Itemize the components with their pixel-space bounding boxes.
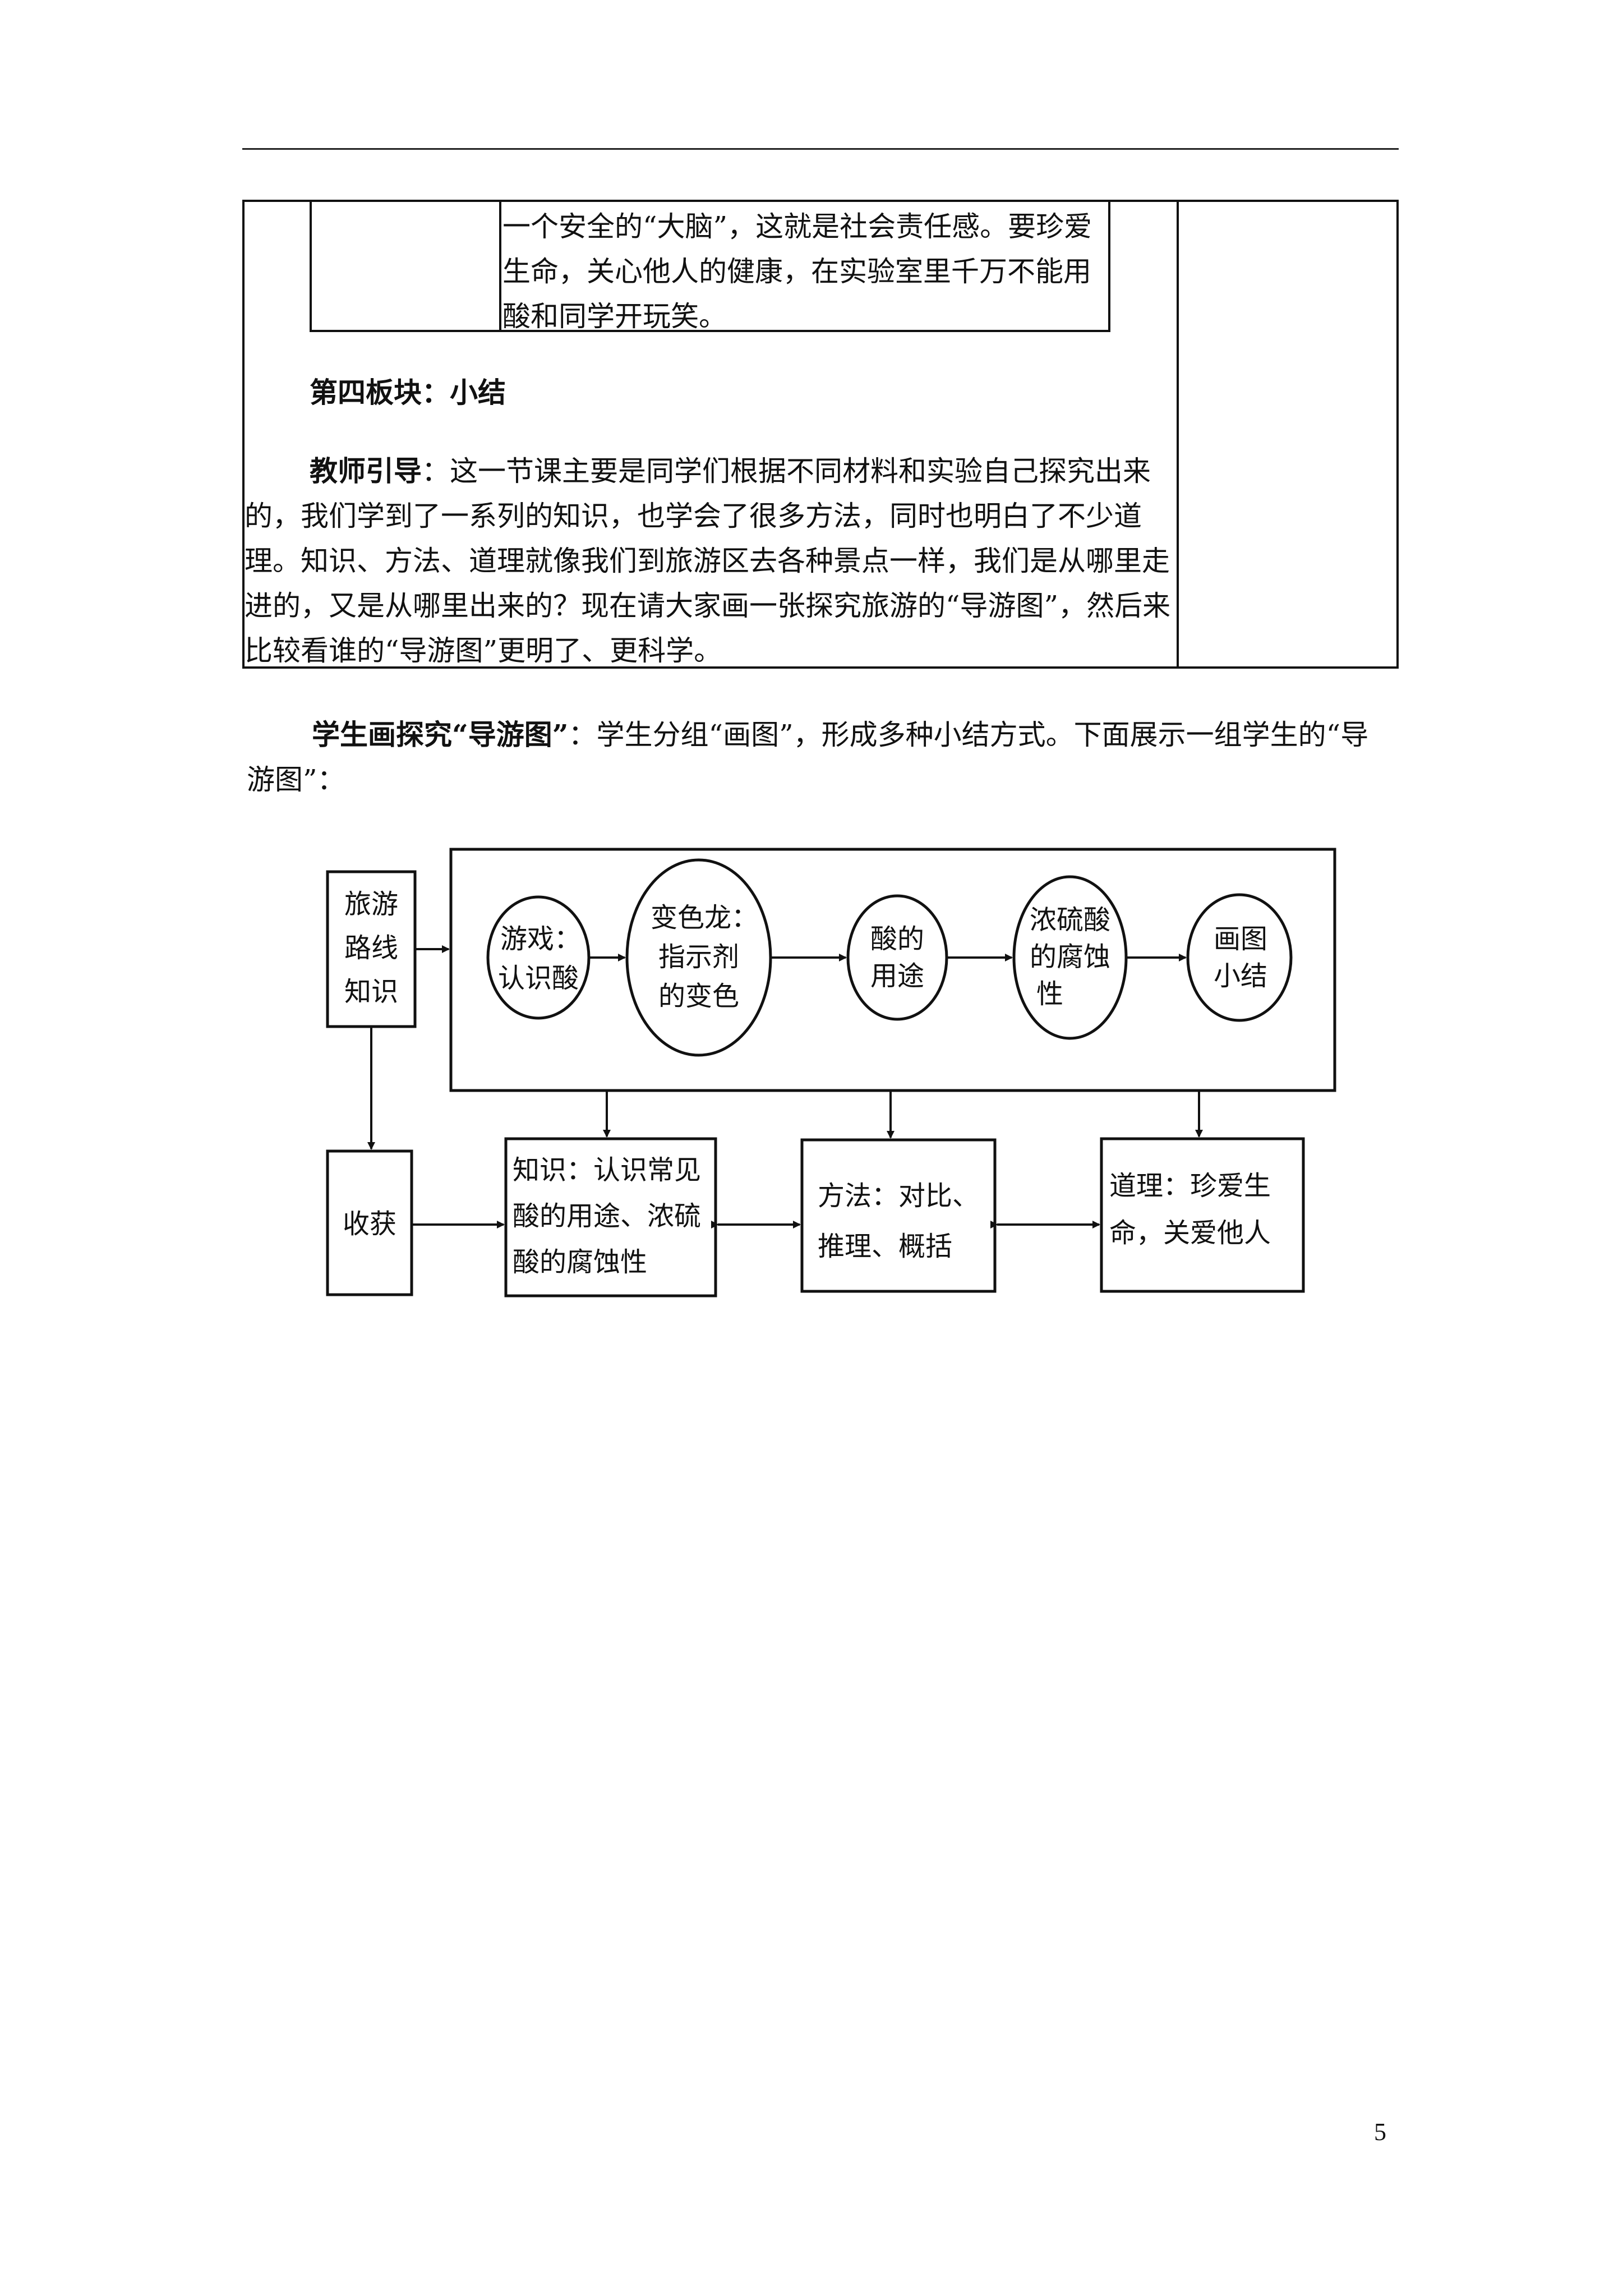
route-box-line: 路线	[344, 932, 398, 964]
table-right-column-border	[1177, 200, 1179, 669]
principle-box-line: 命，关爱他人	[1109, 1217, 1271, 1249]
nested-table-divider	[499, 200, 501, 332]
teacher-guide-label: 教师引导	[310, 454, 422, 487]
principle-box-line: 道理：珍爱生	[1109, 1170, 1271, 1202]
student-paragraph: 学生画探究“导游图”：学生分组“画图”，形成多种小结方式。下面展示一组学生的“导…	[247, 712, 1396, 802]
step-summary-ellipse	[1186, 893, 1293, 1022]
student-label: 学生画探究“导游图”	[312, 718, 569, 751]
step-game-ellipse	[486, 895, 591, 1020]
step-game-line: 认识酸	[498, 963, 579, 994]
route-box-line: 知识	[344, 976, 398, 1007]
lesson-table	[242, 200, 1399, 669]
tour-map-diagram: 旅游 路线 知识 游戏： 认识酸 变色龙： 指示剂 的变色 酸的 用途 浓硫酸 …	[326, 848, 1336, 1297]
nested-table	[310, 200, 1110, 332]
knowledge-box-line: 酸的腐蚀性	[513, 1246, 647, 1278]
step-sulfuric-line: 的腐蚀	[1030, 941, 1110, 973]
knowledge-box-line: 知识：认识常见	[513, 1154, 701, 1186]
knowledge-box	[504, 1137, 717, 1297]
step-indicator-line: 变色龙：	[651, 902, 758, 933]
step-summary-line: 画图	[1214, 923, 1267, 955]
page-number: 5	[1374, 2118, 1386, 2146]
step-acid-use-line: 酸的	[870, 923, 924, 955]
method-box-line: 方法：对比、	[818, 1180, 979, 1212]
step-sulfuric-line: 性	[1036, 978, 1063, 1010]
step-sulfuric-line: 浓硫酸	[1030, 904, 1110, 936]
step-game-line: 游戏：	[500, 923, 581, 955]
nested-table-text: 一个安全的“大脑”，这就是社会责任感。要珍爱生命，关心他人的健康，在实验室里千万…	[502, 210, 1092, 333]
step-summary-line: 小结	[1214, 960, 1267, 992]
header-rule	[242, 148, 1399, 150]
method-box	[800, 1138, 997, 1293]
section-heading: 第四板块：小结	[310, 376, 506, 409]
step-indicator-line: 指示剂	[658, 941, 739, 973]
step-acid-use-line: 用途	[870, 960, 924, 992]
principle-box	[1100, 1137, 1305, 1293]
method-box-line: 推理、概括	[818, 1231, 952, 1262]
gain-box	[326, 1149, 413, 1296]
step-acid-use-ellipse	[846, 894, 948, 1021]
teacher-guide-text: ：这一节课主要是同学们根据不同材料和实验自己探究出来的，我们学到了一系列的知识，…	[245, 455, 1171, 667]
route-box-line: 旅游	[344, 889, 398, 920]
teacher-guide-paragraph: 教师引导：这一节课主要是同学们根据不同材料和实验自己探究出来的，我们学到了一系列…	[245, 449, 1173, 673]
steps-frame	[449, 848, 1336, 1092]
gain-box-label: 收获	[343, 1208, 396, 1240]
step-indicator-line: 的变色	[658, 981, 739, 1012]
student-text: ：学生分组“画图”，形成多种小结方式。下面展示一组学生的“导游图”：	[247, 719, 1369, 796]
knowledge-box-line: 酸的用途、浓硫	[513, 1200, 701, 1232]
